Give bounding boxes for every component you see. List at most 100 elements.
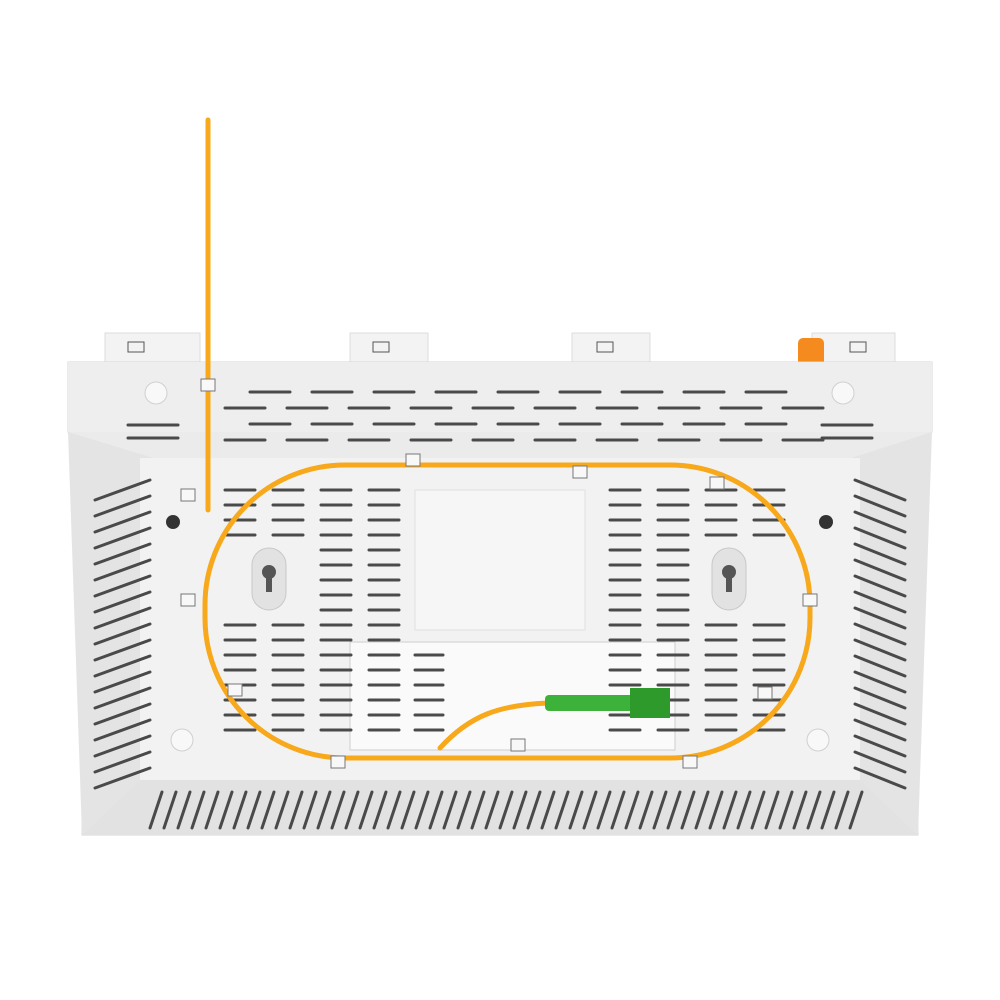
vent-slot <box>456 790 472 830</box>
vent-slot <box>582 790 598 830</box>
rubber-feet <box>144 381 855 752</box>
vent-slot <box>853 750 907 774</box>
vent-slot <box>806 790 822 830</box>
vent-slot <box>93 590 152 614</box>
vent-slot <box>853 686 907 710</box>
vent-slot <box>596 790 612 830</box>
vent-slot <box>93 558 152 582</box>
vent-slot <box>853 526 907 550</box>
fiber-connector <box>545 688 670 718</box>
vent-slot <box>853 670 907 694</box>
vent-slot <box>853 638 907 662</box>
vent-slot <box>750 790 766 830</box>
vent-slot <box>853 574 907 598</box>
cable-clip <box>802 593 818 607</box>
vent-slot <box>93 526 152 550</box>
vent-slot <box>93 638 152 662</box>
vent-slot <box>694 790 710 830</box>
wps-button <box>798 338 824 366</box>
cable-clip <box>405 453 421 467</box>
vent-slot <box>540 790 556 830</box>
vent-slot <box>428 790 444 830</box>
vent-slot <box>736 790 752 830</box>
vent-slot <box>853 478 907 502</box>
center-plate <box>414 489 586 631</box>
vent-slot <box>853 590 907 614</box>
vent-slot <box>853 718 907 742</box>
vent-slot <box>722 790 738 830</box>
screw-hole-left <box>166 515 180 529</box>
vent-slot <box>288 790 304 830</box>
vent-slot <box>708 790 724 830</box>
vent-slot <box>302 790 318 830</box>
keyhole-mounts <box>251 547 747 611</box>
vent-slot <box>204 790 220 830</box>
vent-slot <box>853 558 907 582</box>
vent-slot <box>162 790 178 830</box>
vent-slot <box>260 790 276 830</box>
vent-slot <box>853 494 907 518</box>
vent-slot <box>484 790 500 830</box>
vent-slots <box>93 390 907 830</box>
vent-slot <box>93 510 152 534</box>
cable-clips <box>180 378 818 769</box>
vent-slot <box>624 790 640 830</box>
vent-slot <box>666 790 682 830</box>
vent-slot <box>442 790 458 830</box>
vent-slot <box>853 734 907 758</box>
vent-slot <box>93 654 152 678</box>
vent-slot <box>93 478 152 502</box>
vent-slot <box>316 790 332 830</box>
screw-hole-right <box>819 515 833 529</box>
cable-clip <box>180 593 196 607</box>
mounting-tabs <box>104 332 896 366</box>
vent-slot <box>274 790 290 830</box>
vent-slot <box>93 686 152 710</box>
vent-slot <box>778 790 794 830</box>
vent-slot <box>93 766 152 790</box>
vent-slot <box>853 622 907 646</box>
vent-slot <box>853 766 907 790</box>
vent-slot <box>834 790 850 830</box>
vent-slot <box>93 670 152 694</box>
fiber-cable <box>202 117 813 761</box>
cable-clip <box>330 755 346 769</box>
vent-slot <box>93 718 152 742</box>
vent-slot <box>232 790 248 830</box>
vent-slot <box>498 790 514 830</box>
vent-slot <box>190 790 206 830</box>
vent-slot <box>610 790 626 830</box>
vent-slot <box>638 790 654 830</box>
vent-slot <box>680 790 696 830</box>
vent-slot <box>246 790 262 830</box>
vent-slot <box>792 790 808 830</box>
vent-slot <box>93 622 152 646</box>
vent-slot <box>218 790 234 830</box>
cable-clip <box>682 755 698 769</box>
vent-slot <box>764 790 780 830</box>
vent-slot <box>93 542 152 566</box>
vent-slot <box>820 790 836 830</box>
vent-slot <box>93 734 152 758</box>
vent-slot <box>526 790 542 830</box>
vent-slot <box>93 702 152 726</box>
vent-slot <box>358 790 374 830</box>
cable-clip <box>200 378 216 392</box>
vent-slot <box>148 790 164 830</box>
cable-clip <box>180 488 196 502</box>
vent-slot <box>568 790 584 830</box>
vent-slot <box>512 790 528 830</box>
cable-clip <box>572 465 588 479</box>
vent-slot <box>853 606 907 630</box>
vent-slot <box>372 790 388 830</box>
vent-slot <box>386 790 402 830</box>
vent-slot <box>554 790 570 830</box>
vent-slot <box>176 790 192 830</box>
vent-slot <box>400 790 416 830</box>
vent-slot <box>652 790 668 830</box>
vent-slot <box>93 574 152 598</box>
cable-clip <box>510 738 526 752</box>
vent-slot <box>93 750 152 774</box>
vent-slot <box>330 790 346 830</box>
vent-slot <box>93 494 152 518</box>
